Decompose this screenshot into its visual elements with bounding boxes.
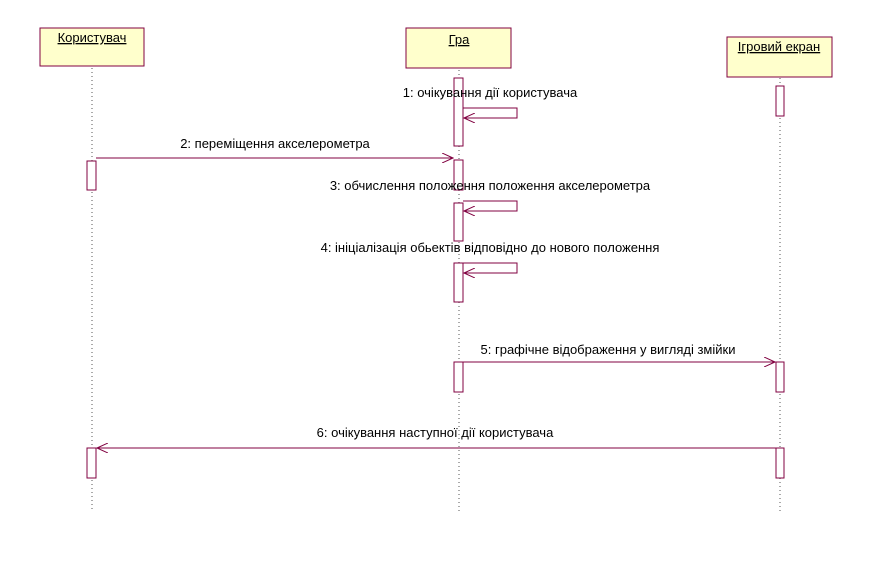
message-label: 6: очікування наступної дії користувача [317,425,554,440]
activation-ekran-3 [775,447,785,479]
activation-korystuvach-1 [86,160,97,191]
participant-label: Гра [449,32,471,47]
activation-hra-3 [453,202,464,242]
message-3[interactable]: 3: обчислення положення положення акселе… [330,178,651,211]
message-arrow [463,262,518,273]
participant-box [405,27,512,69]
message-6[interactable]: 6: очікування наступної дії користувача [97,425,776,448]
message-1[interactable]: 1: очікування дії користувача [403,85,578,118]
activation-ekran-1 [775,85,785,117]
activation-hra-4 [453,262,464,303]
participant-ihrovyi-ekran[interactable]: Ігровий екран [726,36,833,78]
message-arrow [463,200,518,211]
activation-hra-1 [453,77,464,147]
participant-label: Користувач [58,30,127,45]
message-label: 5: графічне відображення у вигляді змійк… [481,342,736,357]
participant-label: Ігровий екран [738,39,820,54]
message-4[interactable]: 4: ініціалізація обьектів відповідно до … [321,240,660,273]
participant-korystuvach[interactable]: Користувач [39,27,145,67]
participant-hra[interactable]: Гра [405,27,512,69]
activation-korystuvach-2 [86,447,97,479]
message-label: 2: переміщення акселерометра [180,136,370,151]
participant-box [726,36,833,78]
message-label: 1: очікування дії користувача [403,85,578,100]
message-2[interactable]: 2: переміщення акселерометра [96,136,453,158]
message-5[interactable]: 5: графічне відображення у вигляді змійк… [463,342,775,362]
activation-hra-5 [453,361,464,393]
participant-box [39,27,145,67]
activation-ekran-2 [775,361,785,393]
activation-hra-2 [453,159,464,191]
message-label: 3: обчислення положення положення акселе… [330,178,651,193]
message-arrow [463,107,518,118]
message-label: 4: ініціалізація обьектів відповідно до … [321,240,660,255]
